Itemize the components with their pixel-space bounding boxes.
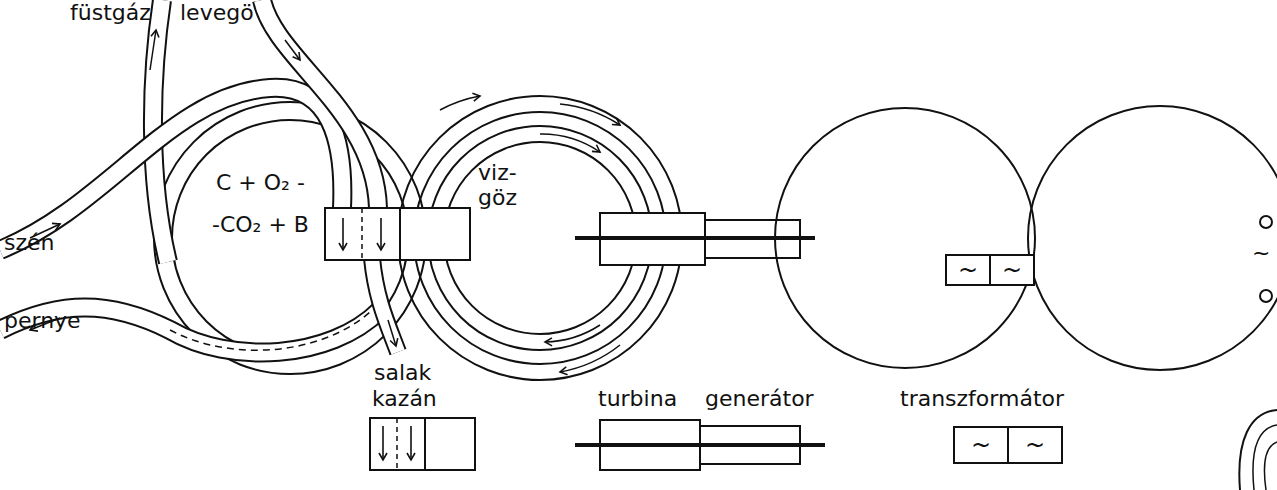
part-label: -CO₂ + B (212, 212, 309, 237)
part-label: generátor (705, 386, 814, 411)
transformer-box: ~ (953, 426, 1009, 464)
part-label: pernye (4, 308, 81, 333)
part-label: transzformátor (900, 386, 1064, 411)
transformer-box: ~ (1007, 426, 1063, 464)
ac-symbol: ~ (1025, 433, 1045, 457)
ac-symbol: ~ (1002, 258, 1022, 282)
ac-symbol: ~ (971, 433, 991, 457)
part-label: füstgáz (70, 0, 151, 25)
part-label: ~ (1252, 240, 1270, 265)
part-label: kazán (372, 386, 437, 411)
part-label: salak (374, 360, 431, 385)
part-label: viz- göz (478, 160, 536, 211)
part-label: C + O₂ - (216, 170, 305, 195)
transformer-box: ~ (945, 254, 991, 286)
part-label: turbina (598, 386, 677, 411)
transformer-box: ~ (989, 254, 1035, 286)
part-label: levegö (180, 0, 254, 25)
part-label: szén (4, 230, 55, 255)
ac-symbol: ~ (958, 258, 978, 282)
